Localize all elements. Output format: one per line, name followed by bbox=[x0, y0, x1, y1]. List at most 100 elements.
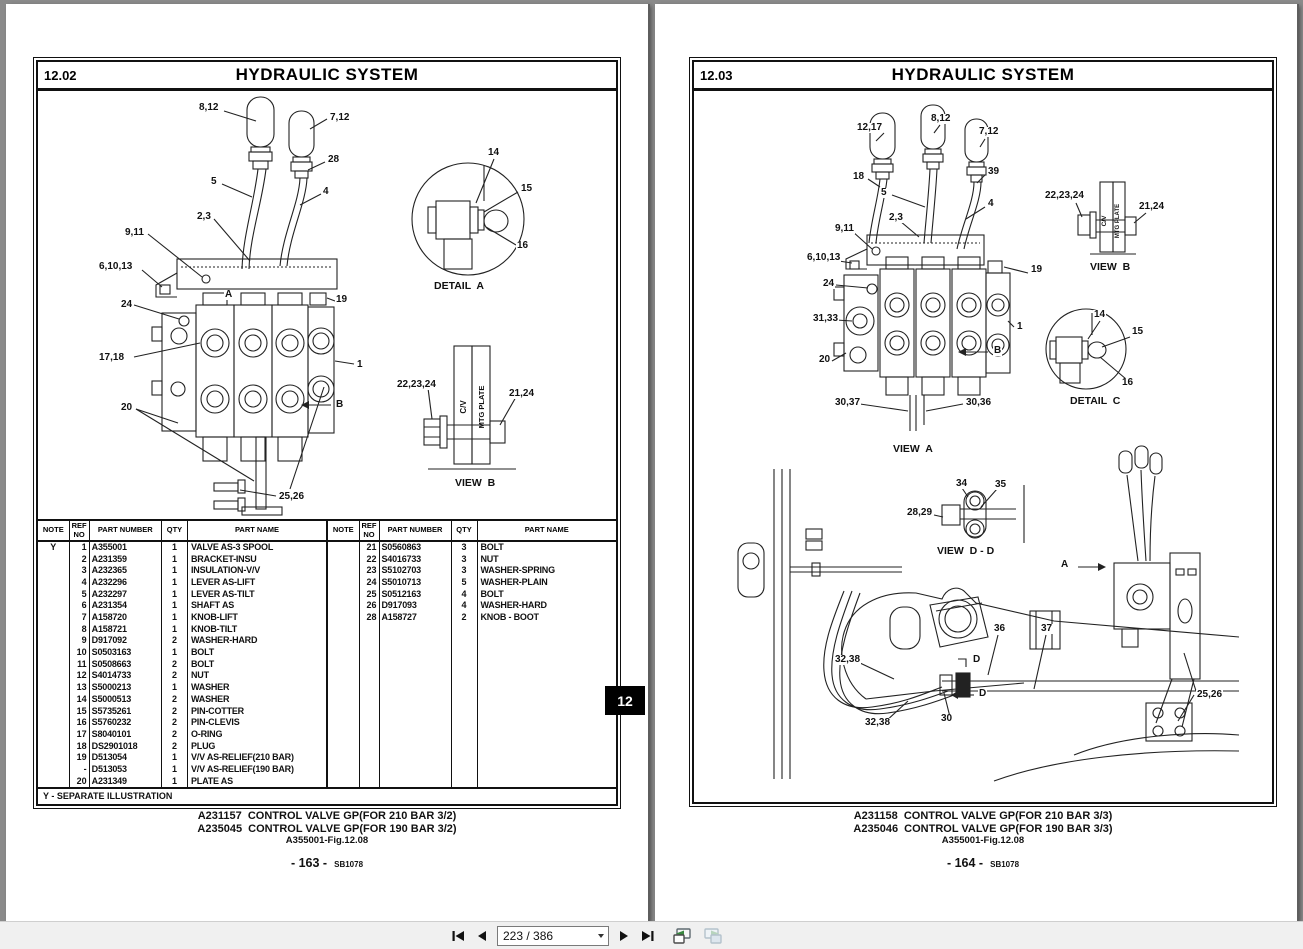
cell-qty: 2 bbox=[160, 740, 188, 753]
cell-qty: 2 bbox=[160, 717, 188, 729]
col-qty: QTY bbox=[450, 521, 477, 542]
table-row: 6 A231354 1 SHAFT AS bbox=[38, 600, 327, 612]
cell-ref-no: 15 bbox=[68, 705, 90, 718]
cell-note bbox=[38, 659, 69, 671]
cell-part-name: SHAFT AS bbox=[186, 600, 327, 612]
cell-qty: 1 bbox=[160, 682, 188, 694]
cell-note bbox=[38, 705, 69, 717]
table-row: 13 S5000213 1 WASHER bbox=[38, 682, 327, 694]
cell-part-number: S5000513 bbox=[88, 693, 162, 706]
cell-note bbox=[328, 541, 359, 554]
previous-page-icon bbox=[478, 930, 486, 941]
cell-note bbox=[38, 729, 69, 741]
cell-note bbox=[38, 635, 69, 647]
previous-page-button[interactable] bbox=[474, 929, 490, 943]
last-page-icon bbox=[642, 930, 654, 941]
cell-part-number: A232297 bbox=[88, 588, 162, 601]
table-row: 15 S5735261 2 PIN-COTTER bbox=[38, 705, 327, 718]
cell-part-name: BOLT bbox=[186, 658, 327, 671]
cell-ref-no: 1 bbox=[68, 541, 90, 554]
table-row: 19 D513054 1 V/V AS-RELIEF(210 BAR) bbox=[38, 752, 327, 764]
left-page-header: 12.02 HYDRAULIC SYSTEM bbox=[38, 62, 616, 91]
cell-ref-no: 20 bbox=[68, 775, 90, 788]
page-title: HYDRAULIC SYSTEM bbox=[235, 65, 419, 84]
parts-table-left: NOTE REF NO PART NUMBER QTY PART NAME Y bbox=[38, 521, 328, 788]
first-page-button[interactable] bbox=[449, 929, 467, 943]
table-row: 21 S0560863 3 BOLT bbox=[328, 541, 616, 554]
cell-note bbox=[38, 694, 69, 706]
table-row: 5 A232297 1 LEVER AS-TILT bbox=[38, 588, 327, 601]
cell-qty: 1 bbox=[160, 611, 188, 624]
cell-ref-no: 23 bbox=[358, 565, 379, 577]
combo-dropdown-icon[interactable] bbox=[593, 927, 608, 945]
cell-qty: 2 bbox=[160, 635, 188, 647]
cell-ref-no: 6 bbox=[68, 600, 90, 612]
control-valve-installation-drawing: C/V MTG PLATE bbox=[737, 104, 1240, 782]
cell-qty: 4 bbox=[450, 588, 477, 601]
next-view-button bbox=[701, 927, 725, 945]
cell-part-number: D917092 bbox=[88, 635, 162, 647]
cell-ref-no: 12 bbox=[68, 670, 90, 683]
cell-ref-no: 10 bbox=[68, 647, 90, 659]
table-row: 25 S0512163 4 BOLT bbox=[328, 588, 616, 601]
cell-part-number: A231359 bbox=[88, 553, 162, 566]
cell-ref-no: 28 bbox=[358, 612, 379, 624]
footer-line-1: A231157 CONTROL VALVE GP(FOR 210 BAR 3/2… bbox=[197, 810, 457, 822]
cell-ref-no: 14 bbox=[68, 693, 90, 706]
col-part-name: PART NAME bbox=[186, 521, 327, 542]
cell-qty: 2 bbox=[160, 705, 188, 718]
cell-part-name: LEVER AS-LIFT bbox=[186, 576, 327, 589]
cell-part-number: D917093 bbox=[378, 600, 451, 613]
previous-view-button[interactable] bbox=[670, 927, 694, 945]
cell-qty: 2 bbox=[160, 693, 188, 706]
left-page-frame: 12.02 HYDRAULIC SYSTEM bbox=[33, 57, 621, 809]
first-page-icon bbox=[452, 930, 464, 941]
cell-note bbox=[328, 565, 359, 577]
cell-part-number: S5102703 bbox=[378, 565, 451, 577]
cell-part-number: S4014733 bbox=[88, 670, 162, 683]
cell-part-name: WASHER bbox=[186, 693, 327, 706]
cell-note bbox=[328, 589, 359, 601]
table-row: 23 S5102703 3 WASHER-SPRING bbox=[328, 565, 616, 577]
cell-qty: 3 bbox=[450, 541, 477, 554]
table-row: 22 S4016733 3 NUT bbox=[328, 553, 616, 566]
page-number-combo[interactable]: 223 / 386 bbox=[497, 925, 609, 946]
viewer-toolbar: 223 / 386 bbox=[0, 921, 1303, 949]
page-title: HYDRAULIC SYSTEM bbox=[891, 65, 1075, 84]
cell-note bbox=[328, 612, 359, 624]
cell-part-name: WASHER-HARD bbox=[476, 600, 616, 613]
cell-ref-no: 8 bbox=[68, 623, 90, 636]
cell-note bbox=[38, 776, 69, 788]
cell-ref-no: 25 bbox=[358, 588, 379, 601]
cell-qty: 1 bbox=[160, 623, 188, 636]
next-page-icon bbox=[620, 930, 628, 941]
cell-note bbox=[38, 565, 69, 577]
cell-part-name: V/V AS-RELIEF(210 BAR) bbox=[186, 752, 327, 764]
page-number: - 163 - bbox=[290, 856, 328, 870]
cell-part-number: S0512163 bbox=[378, 588, 451, 601]
cell-part-name: LEVER AS-TILT bbox=[186, 588, 327, 601]
cell-ref-no: 4 bbox=[68, 576, 90, 589]
cell-part-number: A231349 bbox=[88, 775, 162, 788]
cell-part-number: S0560863 bbox=[378, 541, 451, 554]
cell-note: Y bbox=[50, 542, 57, 552]
cell-qty: 1 bbox=[160, 647, 188, 659]
cell-part-name: BOLT bbox=[476, 541, 616, 554]
cell-part-number: A232296 bbox=[88, 576, 162, 589]
next-page-button[interactable] bbox=[616, 929, 632, 943]
control-valve-exploded-drawing: C/V MTG PLATE bbox=[133, 96, 525, 516]
cell-part-number: S8040101 bbox=[88, 728, 162, 741]
table-row: 9 D917092 2 WASHER-HARD bbox=[38, 635, 327, 647]
cell-note bbox=[328, 554, 359, 566]
cell-ref-no: 7 bbox=[68, 611, 90, 624]
cell-part-number: A158720 bbox=[88, 611, 162, 624]
col-ref: REF NO bbox=[358, 521, 379, 542]
cell-part-name: BRACKET-INSU bbox=[186, 553, 327, 566]
mtg-plate-rotated-label: MTG PLATE bbox=[477, 386, 486, 429]
col-part-number: PART NUMBER bbox=[88, 521, 162, 542]
cell-part-name: VALVE AS-3 SPOOL bbox=[186, 541, 327, 554]
last-page-button[interactable] bbox=[639, 929, 657, 943]
section-number: 12.02 bbox=[38, 67, 77, 83]
cell-part-number: D513053 bbox=[88, 763, 162, 776]
cell-qty: 3 bbox=[450, 553, 477, 566]
